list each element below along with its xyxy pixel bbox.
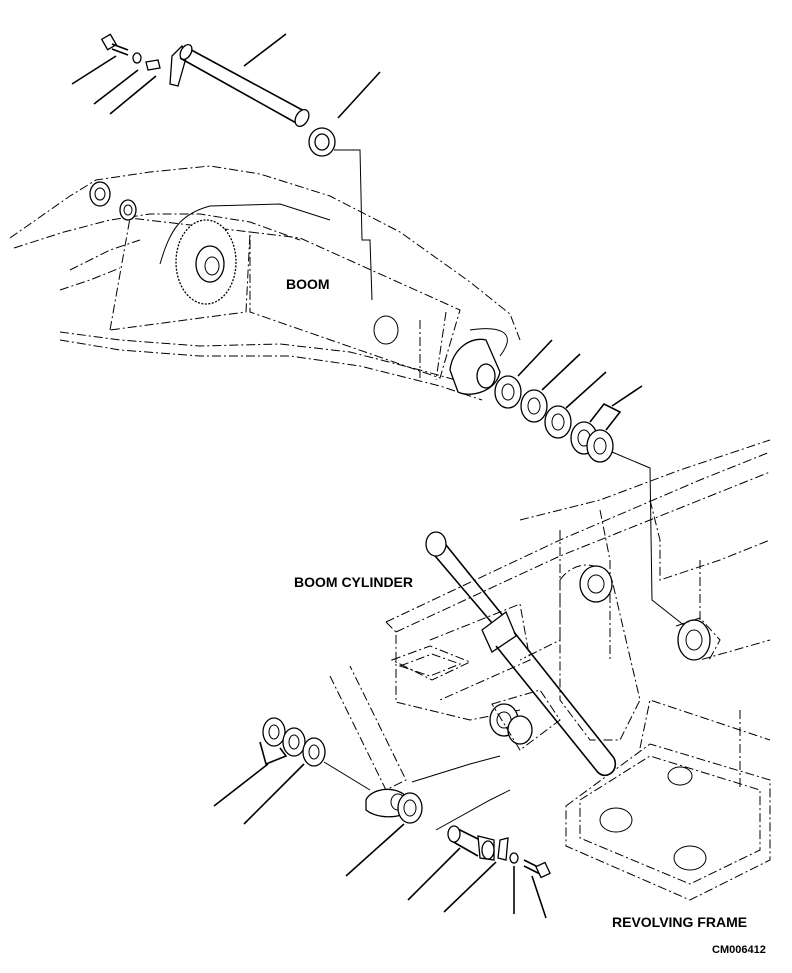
shim-right-2 [520, 389, 548, 423]
boom-cylinder [329, 531, 617, 818]
boom-label: BOOM [286, 276, 330, 292]
bolt-foot [523, 859, 551, 879]
shim-right-1 [494, 375, 522, 409]
revolving-frame [385, 439, 771, 901]
bolt-top [100, 33, 129, 56]
shim-foot-4 [397, 792, 423, 824]
lock-washer-foot [509, 852, 519, 864]
boom-structure [9, 165, 521, 401]
boom-right-shims [494, 339, 691, 631]
plate-foot [497, 837, 509, 861]
figure-code: CM006412 [712, 944, 766, 956]
shim-foot-3 [302, 737, 326, 767]
top-pin-assembly [71, 33, 381, 301]
plate-top [145, 59, 161, 71]
pin-top [169, 43, 310, 128]
cylinder-foot-parts [213, 717, 551, 919]
shim-foot-2 [282, 727, 306, 757]
shim-right-3 [544, 405, 572, 439]
pin-foot [447, 825, 495, 861]
shim-foot-1 [262, 717, 286, 747]
shim-top [308, 127, 336, 157]
boom-cylinder-label: BOOM CYLINDER [294, 574, 413, 590]
revolving-frame-label: REVOLVING FRAME [612, 914, 748, 930]
lock-washer-top [132, 52, 142, 64]
shim-right-5 [586, 429, 614, 463]
